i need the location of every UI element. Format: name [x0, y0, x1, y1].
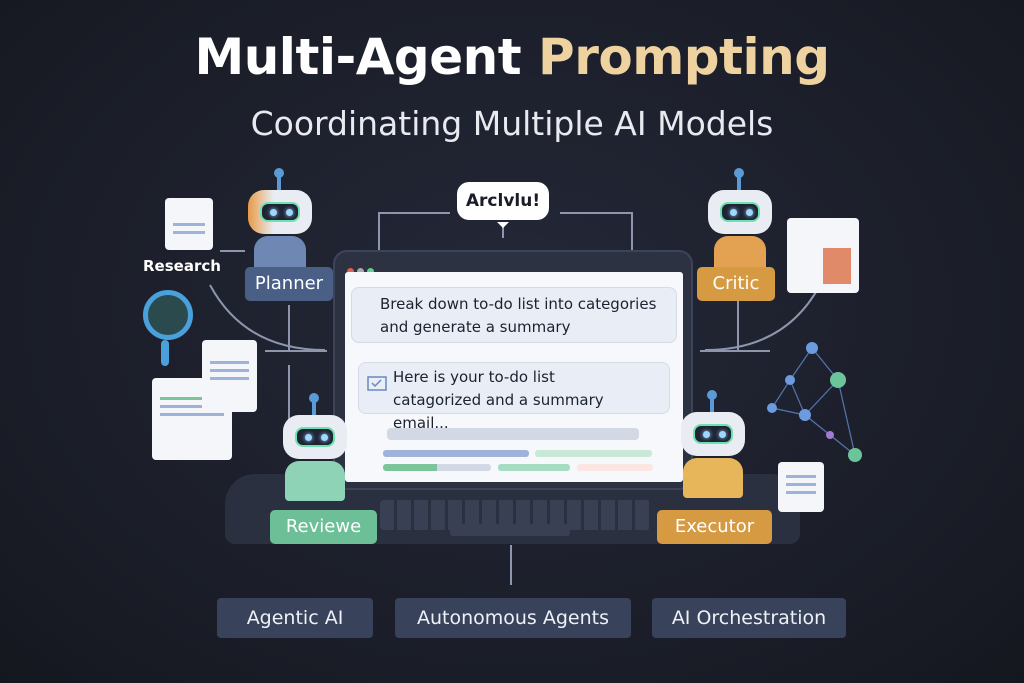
progress-bar	[383, 464, 491, 471]
laptop-trackpad	[450, 524, 570, 536]
checklist-document-icon	[202, 340, 257, 412]
executor-robot	[673, 390, 753, 532]
magnifier-icon	[143, 290, 193, 340]
critic-robot	[700, 168, 780, 310]
connector-line	[510, 545, 512, 585]
placeholder-bar	[535, 450, 652, 457]
critic-label: Critic	[697, 267, 775, 301]
connector-line	[378, 212, 380, 252]
clipboard-icon	[778, 462, 824, 512]
prompt-card: Break down to-do list into categories an…	[351, 287, 677, 343]
tag-autonomous-agents: Autonomous Agents	[395, 598, 631, 638]
title-highlight: Prompting	[538, 28, 830, 86]
tag-agentic-ai: Agentic AI	[217, 598, 373, 638]
maximize-dot[interactable]	[367, 268, 374, 275]
speech-bubble: Arclvlu!	[457, 182, 549, 228]
response-line-1: Here is your to-do list	[393, 368, 555, 386]
page-subtitle: Coordinating Multiple AI Models	[250, 104, 774, 143]
chart-document-icon	[787, 218, 859, 293]
placeholder-bar	[498, 464, 570, 471]
curved-arrow	[704, 284, 821, 351]
connector-line	[560, 212, 632, 214]
close-dot[interactable]	[347, 268, 354, 275]
reviewer-robot	[275, 393, 355, 535]
tag-ai-orchestration: AI Orchestration	[652, 598, 846, 638]
connector-line	[265, 350, 327, 352]
connector-line	[288, 365, 290, 420]
laptop-window: Break down to-do list into categories an…	[333, 250, 693, 490]
connector-line	[288, 305, 290, 350]
connector-line	[378, 212, 450, 214]
placeholder-bar	[387, 428, 639, 440]
connector-line	[737, 300, 739, 350]
research-label: Research	[143, 257, 221, 275]
connector-line	[700, 350, 770, 352]
title-main: Multi-Agent	[194, 28, 539, 86]
window-controls	[347, 260, 377, 279]
connector-line	[220, 250, 245, 252]
executor-label: Executor	[657, 510, 772, 544]
curved-arrow	[209, 284, 326, 351]
page-title: Multi-Agent Prompting	[0, 28, 1024, 86]
placeholder-bar	[577, 464, 653, 471]
response-line-2: catagorized and a summary email...	[393, 391, 604, 432]
screen: Break down to-do list into categories an…	[345, 272, 683, 482]
network-graph-icon	[767, 342, 862, 462]
connector-line	[631, 212, 633, 252]
placeholder-bar	[383, 450, 529, 457]
envelope-check-icon	[367, 376, 387, 391]
reviewer-label: Reviewe	[270, 510, 377, 544]
connector-line	[502, 222, 504, 238]
minimize-dot[interactable]	[357, 268, 364, 275]
planner-label: Planner	[245, 267, 333, 301]
magnifier-handle	[161, 340, 169, 366]
research-document-icon	[165, 198, 213, 250]
response-card: Here is your to-do list catagorized and …	[358, 362, 670, 432]
